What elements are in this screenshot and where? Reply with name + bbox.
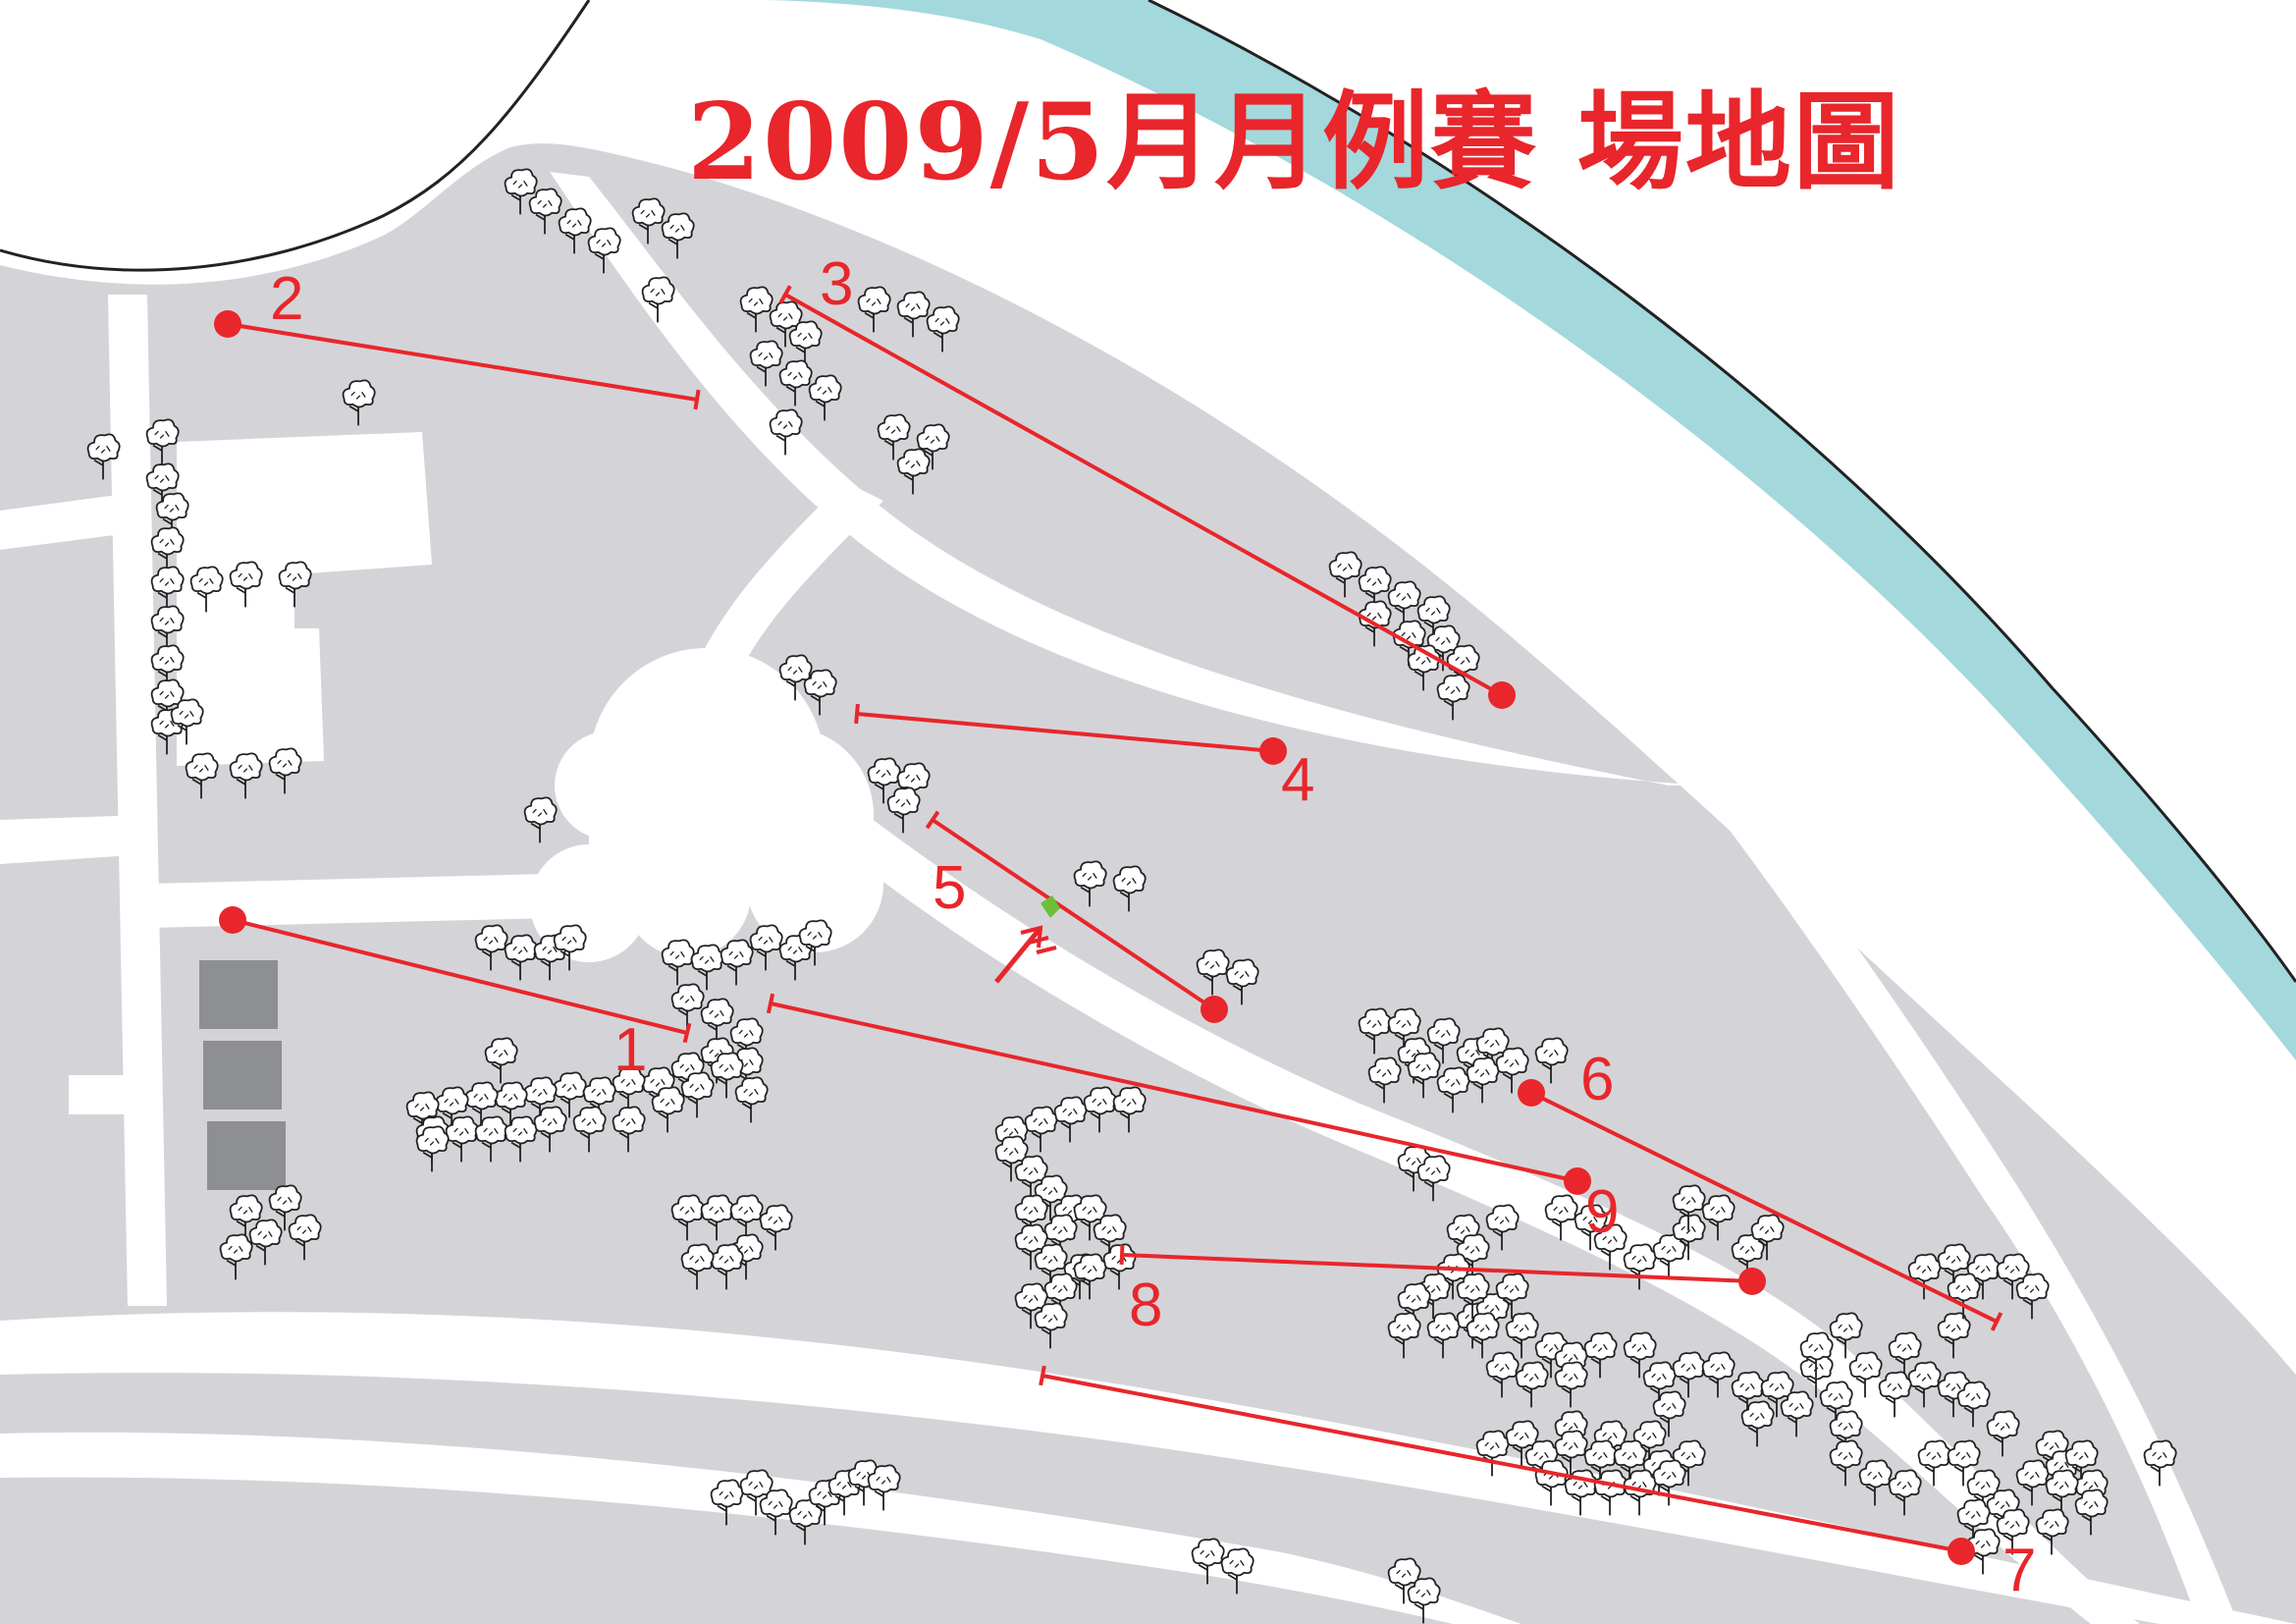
hole-5: 5 [925, 810, 1228, 1023]
map-title: 2009/5月月例賽 場地圖 [687, 81, 1901, 204]
tee-bar [693, 389, 701, 410]
basket-dot [1948, 1538, 1975, 1565]
building-1 [199, 960, 278, 1029]
building-2 [203, 1041, 282, 1110]
hole-line [856, 712, 1274, 753]
basket-dot [1201, 996, 1228, 1023]
basket-dot [1518, 1079, 1545, 1107]
central-plaza [530, 648, 883, 962]
path-to-plaza [687, 481, 883, 707]
hole-line [227, 322, 698, 402]
grass-main [0, 143, 2296, 1624]
riverbank-edge-2 [1148, 0, 2296, 983]
hole-number: 9 [1585, 1178, 1619, 1246]
basket-dot [1259, 737, 1287, 765]
tee-bar [1119, 1244, 1125, 1266]
hole-7: 7 [1039, 1365, 2036, 1604]
tee-bar [1039, 1365, 1046, 1386]
path-east [1688, 776, 2238, 1624]
hole-4: 4 [854, 703, 1314, 814]
hole-line [1041, 1374, 1962, 1553]
west-cross-path-1 [0, 491, 152, 550]
building-3 [207, 1121, 286, 1190]
hole-9: 9 [766, 993, 1619, 1246]
path-central-diagonal [766, 766, 2140, 1624]
path-diagonal-north [550, 172, 1708, 785]
hole-line [232, 918, 688, 1035]
hole-1: 1 [219, 906, 692, 1084]
hole-line [931, 818, 1216, 1011]
riverbank-edge [0, 0, 591, 272]
tee-bar [925, 810, 940, 830]
tee-bar [778, 285, 792, 304]
hole-line [1121, 1253, 1753, 1283]
hole-3: 3 [778, 250, 1516, 709]
hole-number: 7 [2002, 1537, 2036, 1604]
tee-bar [854, 703, 860, 725]
hole-line [784, 293, 1503, 697]
hole-lines: 1 2 3 4 5 6 7 8 9 [214, 250, 2036, 1604]
hole-number: 3 [820, 250, 853, 318]
hole-number: 4 [1281, 746, 1314, 814]
basket-dot [1564, 1167, 1591, 1195]
hole-number: 6 [1580, 1046, 1614, 1113]
hole-number: 5 [933, 854, 966, 922]
hole-2: 2 [214, 265, 701, 410]
tee-marker [994, 895, 1060, 984]
path-west-plaza [147, 874, 555, 928]
west-cross-path-2 [0, 815, 147, 864]
white-lot-2 [177, 628, 324, 766]
tee-bar [1990, 1312, 2003, 1331]
basket-dot [214, 310, 241, 338]
river [589, 0, 2296, 1060]
tee-bar [766, 993, 775, 1014]
hole-line [770, 1001, 1578, 1183]
hole-number: 2 [270, 265, 303, 333]
tee-bar [682, 1022, 692, 1044]
hole-line [1530, 1091, 1998, 1324]
basket-dot [219, 906, 246, 934]
riverside-road [589, 35, 2296, 1376]
hole-number: 8 [1129, 1272, 1162, 1339]
south-road-lower [0, 1432, 1522, 1624]
south-road [0, 1312, 2296, 1624]
hole-6: 6 [1518, 1046, 2003, 1331]
basket-dot [1738, 1268, 1766, 1295]
hole-number: 1 [614, 1016, 647, 1084]
west-cross-path-3 [69, 1075, 147, 1114]
hole-8: 8 [1119, 1244, 1766, 1339]
basket-dot [1488, 681, 1516, 709]
